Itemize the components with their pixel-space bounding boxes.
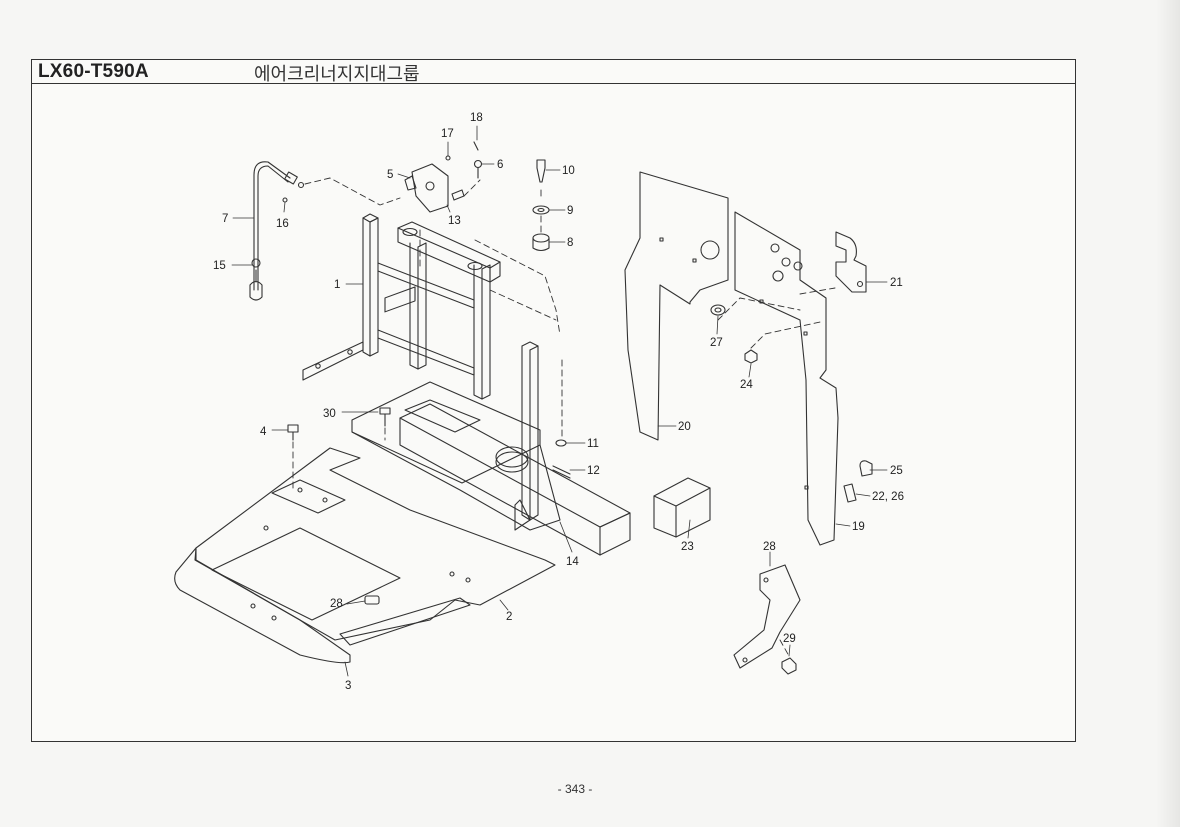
diagram-frame: LX60-T590A 에어크리너지지대그룹	[31, 59, 1076, 742]
callout-28-floor: 28	[330, 598, 343, 610]
bolts	[287, 407, 391, 441]
callout-16: 16	[276, 218, 289, 230]
callout-1: 1	[334, 279, 340, 291]
callout-2: 2	[506, 611, 512, 623]
foam-box-23	[653, 477, 711, 538]
page-number: - 343 -	[557, 782, 593, 796]
callout-27: 27	[710, 337, 723, 349]
callout-15: 15	[213, 260, 226, 272]
callout-5: 5	[387, 169, 393, 181]
callout-18: 18	[470, 112, 483, 124]
callout-6: 6	[497, 159, 503, 171]
callout-9: 9	[567, 205, 573, 217]
callout-14: 14	[566, 556, 579, 568]
callout-19: 19	[852, 521, 865, 533]
group-title: 에어크리너지지대그룹	[254, 64, 420, 85]
callout-29: 29	[783, 633, 796, 645]
callout-21: 21	[890, 277, 903, 289]
panel-19	[734, 211, 839, 546]
clips-22-25-26	[843, 460, 873, 503]
callout-22-26: 22, 26	[872, 491, 904, 503]
leader-lines	[231, 125, 888, 677]
panel-20	[624, 171, 729, 441]
callout-23: 23	[681, 541, 694, 553]
rubber-mount-stack	[532, 159, 550, 252]
callout-25: 25	[890, 465, 903, 477]
callout-13: 13	[448, 215, 461, 227]
callout-labels: 1 2 3 4 5 6 7 8 9 10 11 12 13 14 15 16 1…	[213, 112, 904, 692]
callout-30: 30	[323, 408, 336, 420]
bracket-28	[733, 564, 801, 675]
grommet-and-nut	[710, 304, 758, 364]
square-tube	[399, 403, 631, 556]
callout-17: 17	[441, 128, 454, 140]
assembly-lines	[292, 177, 836, 657]
callout-10: 10	[562, 165, 575, 177]
callout-20: 20	[678, 421, 691, 433]
page-edge-shadow	[1156, 0, 1180, 827]
title-bar: LX60-T590A 에어크리너지지대그룹	[32, 60, 1075, 85]
callout-3: 3	[345, 680, 351, 692]
callout-4: 4	[260, 426, 267, 438]
model-code: LX60-T590A	[38, 61, 149, 82]
callout-12: 12	[587, 465, 600, 477]
callout-8: 8	[567, 237, 573, 249]
callout-11: 11	[587, 438, 599, 450]
callout-24: 24	[740, 379, 753, 391]
mount-bracket	[404, 141, 483, 213]
bracket-21	[835, 231, 867, 293]
support-frame	[302, 213, 561, 531]
callout-28-bracket: 28	[763, 541, 776, 553]
cable-assembly	[249, 161, 305, 301]
callout-7: 7	[222, 213, 228, 225]
floor-plates	[174, 447, 556, 664]
screw-16	[282, 197, 288, 203]
